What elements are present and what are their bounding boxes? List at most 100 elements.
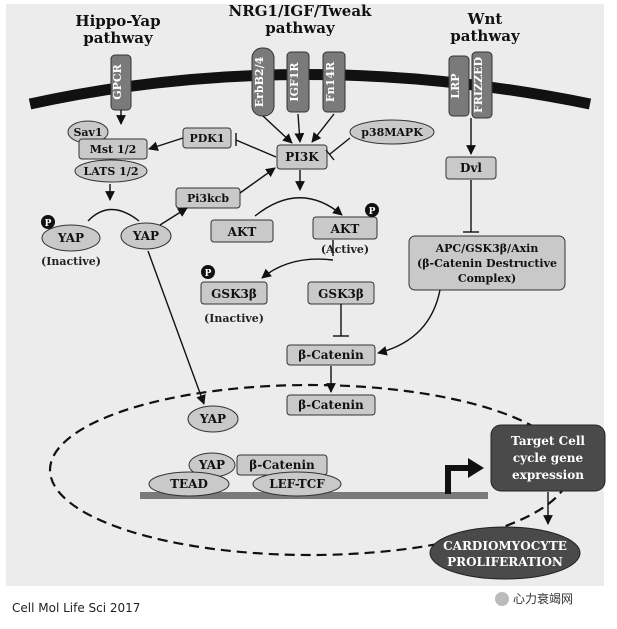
yap-phospho-node bbox=[41, 224, 101, 252]
cardiomyocyte-proliferation-node bbox=[429, 526, 581, 580]
yap-nuclear-label: YAP bbox=[199, 412, 226, 426]
igf1r-receptor: IGF1R bbox=[286, 51, 310, 113]
pi3kcb-label: Pi3kcb bbox=[187, 192, 229, 205]
edge-pi3kcb-pi3k bbox=[239, 167, 276, 194]
edge-gsk-phosphorylation bbox=[261, 258, 334, 279]
edge-yap-phosphorylation bbox=[87, 208, 140, 222]
watermark-text: 心力衰竭网 bbox=[513, 592, 574, 606]
akt-node bbox=[210, 219, 274, 243]
edge-akt-activation bbox=[254, 197, 343, 217]
lrp-receptor: LRP bbox=[448, 55, 470, 117]
frizzed-receptor: FRIZZED bbox=[471, 51, 493, 119]
edge-igf1r-pi3k bbox=[294, 113, 305, 143]
phospho-marker-akt bbox=[365, 203, 379, 217]
yap-nuclear-node bbox=[187, 405, 239, 433]
wnt-title-line-2: pathway bbox=[450, 27, 520, 45]
cardio-line-1: CARDIOMYOCYTE bbox=[443, 539, 567, 553]
gsk-phospho-node bbox=[200, 281, 268, 305]
watermark: 心力衰竭网 bbox=[495, 590, 573, 607]
phospho-akt-text: P bbox=[369, 207, 376, 217]
target-gene-box bbox=[490, 424, 606, 492]
apc-line-1: APC/GSK3β/Axin bbox=[435, 242, 539, 255]
nrg-title-line-1: NRG1/IGF/Tweak bbox=[228, 2, 372, 20]
edge-erbb-pi3k bbox=[262, 115, 293, 144]
lats-label: LATS 1/2 bbox=[84, 165, 139, 178]
inactive-yap-label: (Inactive) bbox=[41, 255, 101, 268]
beta-catenin-nuclear-node bbox=[286, 394, 376, 416]
sav1-label: Sav1 bbox=[73, 126, 102, 139]
akt-label: AKT bbox=[227, 225, 257, 239]
gsk-label: GSK3β bbox=[318, 287, 364, 301]
phospho-marker-yap bbox=[41, 215, 55, 229]
lrp-label: LRP bbox=[449, 73, 462, 98]
pi3k-node bbox=[276, 144, 328, 170]
pi3k-label: PI3K bbox=[285, 150, 319, 164]
gsk-phospho-label: GSK3β bbox=[211, 287, 257, 301]
apc-complex-node bbox=[408, 235, 566, 291]
tead-label: TEAD bbox=[170, 477, 208, 491]
beta-catenin-node bbox=[286, 344, 376, 366]
erbb-receptor: ErbB2/4 bbox=[251, 47, 275, 117]
target-line-1: Target Cell bbox=[511, 434, 585, 448]
nrg-pathway-title: NRG1/IGF/Tweak pathway bbox=[222, 3, 378, 37]
tead-node bbox=[148, 471, 230, 497]
citation: Cell Mol Life Sci 2017 bbox=[12, 601, 141, 615]
frizzed-label: FRIZZED bbox=[472, 57, 485, 114]
nrg-title-line-2: pathway bbox=[265, 19, 335, 37]
dvl-label: Dvl bbox=[460, 161, 482, 175]
transcription-start-arrow bbox=[445, 465, 470, 494]
phospho-yap-text: P bbox=[45, 219, 52, 229]
akt-active-label: AKT bbox=[330, 222, 360, 236]
wnt-title-line-1: Wnt bbox=[467, 10, 503, 28]
lef-tcf-label: LEF-TCF bbox=[269, 477, 325, 491]
edge-pi3k-pdk1 bbox=[235, 139, 277, 158]
target-line-2: cycle gene bbox=[513, 451, 584, 465]
beta-catenin-nuclear-label: β-Catenin bbox=[298, 398, 364, 412]
phospho-gsk-text: P bbox=[205, 269, 212, 279]
hippo-pathway-title: Hippo-Yap pathway bbox=[68, 13, 168, 47]
fn14r-receptor: Fn14R bbox=[322, 51, 346, 113]
edge-yap-pi3kcb bbox=[159, 207, 188, 226]
edge-fn14r-pi3k bbox=[311, 113, 335, 143]
yap-tead-label: YAP bbox=[198, 458, 225, 472]
beta-catenin-label: β-Catenin bbox=[298, 348, 364, 362]
edge-apc-bcat bbox=[377, 289, 441, 356]
p38-node bbox=[349, 119, 435, 145]
hippo-title-line-1: Hippo-Yap bbox=[75, 12, 161, 30]
pathway-edges bbox=[87, 110, 553, 525]
beta-catenin-lef-label: β-Catenin bbox=[249, 458, 315, 472]
gpcr-label: GPCR bbox=[111, 63, 124, 99]
active-akt-label: (Active) bbox=[321, 243, 369, 256]
hippo-title-line-2: pathway bbox=[83, 29, 153, 47]
inhibit-bar-pi3k bbox=[325, 149, 335, 161]
pdk1-label: PDK1 bbox=[189, 132, 224, 145]
edge-pdk1-mst bbox=[148, 137, 184, 151]
wnt-pathway-title: Wnt pathway bbox=[440, 11, 530, 45]
lef-tcf-node bbox=[252, 471, 342, 497]
edge-yap-nucleus bbox=[147, 250, 206, 405]
yap-label: YAP bbox=[132, 229, 159, 243]
yap-node bbox=[120, 222, 172, 250]
erbb-label: ErbB2/4 bbox=[253, 56, 266, 107]
edge-p38-pi3k bbox=[329, 137, 351, 155]
inactive-gsk-label: (Inactive) bbox=[204, 312, 264, 325]
pi3kcb-node bbox=[175, 187, 241, 209]
mst-label: Mst 1/2 bbox=[90, 143, 137, 156]
cardio-line-2: PROLIFERATION bbox=[447, 555, 563, 569]
target-line-3: expression bbox=[512, 468, 584, 482]
phospho-marker-gsk bbox=[201, 265, 215, 279]
fn14r-label: Fn14R bbox=[324, 61, 337, 102]
p38-label: p38MAPK bbox=[361, 126, 423, 139]
akt-active-node bbox=[312, 216, 378, 240]
transcription-arrowhead bbox=[468, 458, 484, 478]
gpcr-receptor: GPCR bbox=[110, 54, 132, 111]
igf1r-label: IGF1R bbox=[288, 62, 301, 102]
yap-phospho-label: YAP bbox=[57, 231, 84, 245]
watermark-logo-icon bbox=[495, 591, 509, 606]
mst-node bbox=[78, 138, 148, 160]
dvl-node bbox=[445, 156, 497, 180]
apc-line-3: Complex) bbox=[458, 272, 516, 285]
lats-node bbox=[74, 159, 148, 183]
